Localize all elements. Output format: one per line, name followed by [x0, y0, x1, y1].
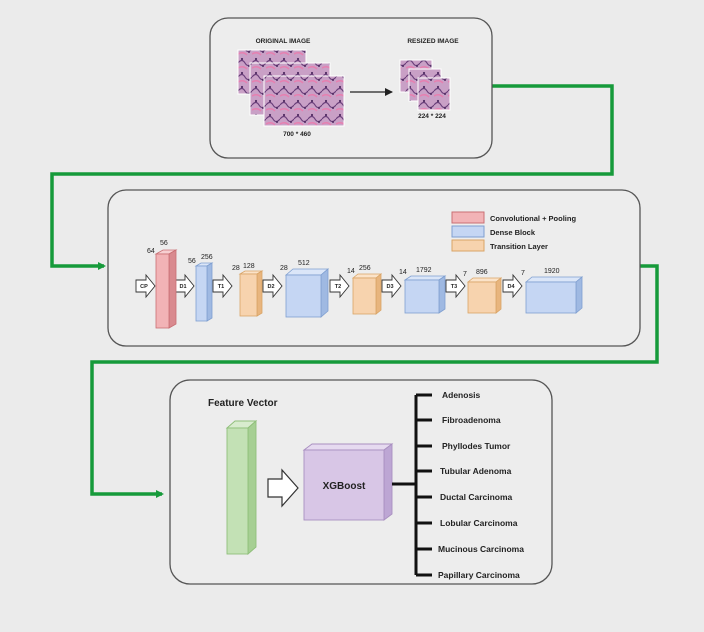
dim-t1-top: 128: [243, 263, 255, 270]
transition-layer-1: [238, 270, 264, 317]
dim-d4-top: 1920: [544, 268, 560, 275]
step-arrow-cp: [135, 273, 156, 299]
step-label-t2: T2: [335, 284, 341, 290]
legend-swatch-conv: [451, 211, 485, 224]
step-label-d4: D4: [507, 284, 515, 290]
hollow-arrow-icon: [267, 468, 299, 508]
network-panel: Convolutional + Pooling Dense Block Tran…: [107, 189, 641, 347]
dim-d1-top: 256: [201, 254, 213, 261]
legend: Convolutional + Pooling Dense Block Tran…: [451, 211, 576, 252]
class-label-mucinous-carcinoma: Mucinous Carcinoma: [438, 544, 524, 554]
step-label-t1: T1: [218, 284, 224, 290]
dim-cp-top: 56: [160, 240, 168, 247]
legend-label-transition: Transition Layer: [490, 242, 548, 251]
flow-arrow-1: [50, 84, 614, 270]
legend-swatch-transition: [451, 239, 485, 252]
original-image-size: 700 * 460: [283, 131, 311, 138]
dense-block-1: [194, 262, 214, 322]
step-arrow-d3: [381, 273, 402, 299]
conv-pooling-block: [154, 249, 178, 329]
class-label-tubular-adenoma: Tubular Adenoma: [440, 466, 512, 476]
flow-arrows: [50, 84, 659, 498]
dense-block-3: [403, 275, 447, 314]
step-label-cp: CP: [140, 284, 148, 290]
dense-block-2: [284, 268, 330, 318]
original-image-title: ORIGINAL IMAGE: [256, 38, 311, 45]
original-image-stack: [237, 49, 345, 127]
dim-d2-top: 512: [298, 260, 310, 267]
xgboost-label: XGBoost: [323, 481, 366, 492]
step-arrow-t3: [445, 273, 466, 299]
feature-vector-bar: [225, 420, 258, 555]
step-arrow-t1: [212, 273, 233, 299]
dim-d3-side: 14: [399, 269, 407, 276]
feature-vector-title: Feature Vector: [208, 398, 278, 409]
legend-swatch-dense: [451, 225, 485, 238]
class-label-papillary-carcinoma: Papillary Carcinoma: [438, 570, 520, 580]
legend-label-conv: Convolutional + Pooling: [490, 214, 576, 223]
dim-t1-side: 28: [232, 265, 240, 272]
step-label-t3: T3: [451, 284, 457, 290]
xgboost-block: [302, 443, 394, 521]
step-arrow-t2: [329, 273, 350, 299]
legend-label-dense: Dense Block: [490, 228, 536, 237]
dim-t2-side: 14: [347, 268, 355, 275]
dim-d4-side: 7: [521, 270, 525, 277]
resized-image-title: RESIZED IMAGE: [407, 38, 459, 45]
dim-t3-top: 896: [476, 269, 488, 276]
dim-d2-side: 28: [280, 265, 288, 272]
step-arrow-d4: [502, 273, 523, 299]
class-label-fibroadenoma: Fibroadenoma: [442, 415, 501, 425]
resized-image-stack: [399, 59, 451, 111]
transition-layer-3: [466, 277, 503, 314]
step-label-d3: D3: [386, 284, 393, 290]
resized-image-size: 224 * 224: [418, 113, 446, 120]
class-label-phyllodes-tumor: Phyllodes Tumor: [442, 441, 511, 451]
class-label-lobular-carcinoma: Lobular Carcinoma: [440, 518, 518, 528]
step-label-d1: D1: [179, 284, 186, 290]
step-arrow-d2: [262, 273, 283, 299]
class-label-ductal-carcinoma: Ductal Carcinoma: [440, 492, 513, 502]
step-arrow-d1: [174, 273, 195, 299]
classifier-panel: Feature Vector XGBoost Adenos: [169, 379, 553, 585]
dense-block-4: [524, 276, 584, 314]
flow-arrow-2: [90, 264, 659, 498]
dim-d1-side: 56: [188, 258, 196, 265]
transition-layer-2: [351, 273, 383, 315]
dim-cp-side: 64: [147, 248, 155, 255]
dim-t3-side: 7: [463, 271, 467, 278]
dim-t2-top: 256: [359, 265, 371, 272]
image-panel: ORIGINAL IMAGE 700 * 460 RESIZED IMAGE 2…: [209, 17, 493, 159]
dim-d3-top: 1792: [416, 267, 432, 274]
class-bracket: [392, 393, 432, 577]
step-arrows: [135, 273, 523, 299]
class-label-adenosis: Adenosis: [442, 390, 481, 400]
step-label-d2: D2: [267, 284, 274, 290]
